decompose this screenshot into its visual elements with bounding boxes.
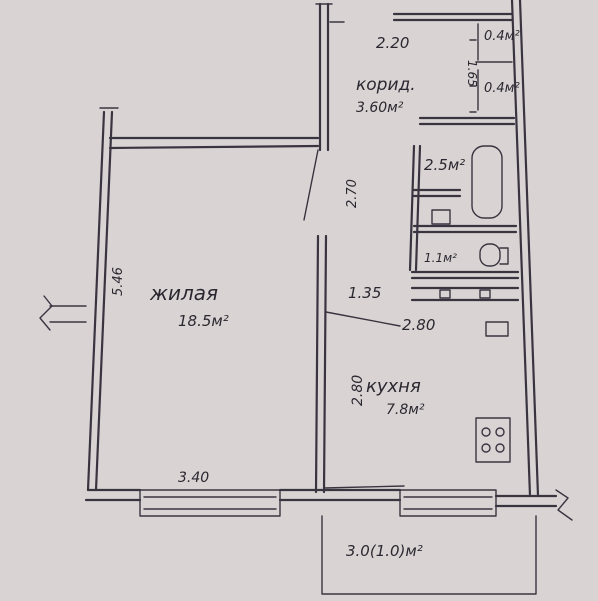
kitchen-area: 7.8м² <box>386 402 425 418</box>
kitchen-top-dimension: 1.35 <box>348 284 381 302</box>
stove-icon <box>475 417 511 463</box>
door-marks <box>303 149 405 489</box>
bathtub-icon <box>471 145 503 219</box>
kitchen-width-dimension: 2.80 <box>402 316 435 334</box>
walls <box>39 0 573 595</box>
toilet-area: 1.1м² <box>424 251 457 265</box>
toilet-icon <box>479 243 501 267</box>
kitchen-name: кухня <box>366 376 421 397</box>
corridor-width-dimension: 2.20 <box>376 34 409 52</box>
living-room-area: 18.5м² <box>178 312 229 330</box>
living-room-name: жилая <box>149 281 218 305</box>
sink-icon <box>431 209 451 225</box>
living-width-dimension: 3.40 <box>178 470 209 486</box>
bathroom-block <box>408 144 520 337</box>
closet-bottom-area: 0.4м² <box>484 81 520 96</box>
corridor-area: 3.60м² <box>356 100 404 116</box>
closets <box>329 12 516 126</box>
kitchen-sink-icon <box>485 321 509 337</box>
kitchen-height-dimension: 2.80 <box>350 375 366 406</box>
closet-depth-dimension: 1.65 <box>465 60 479 87</box>
bathroom-area: 2.5м² <box>424 156 465 174</box>
door-corridor-dimension: 2.70 <box>345 179 360 208</box>
living-height-dimension: 5.46 <box>111 267 126 296</box>
balcony-area: 3.0(1.0)м² <box>346 542 423 560</box>
closet-top-area: 0.4м² <box>484 29 520 44</box>
corridor-name: корид. <box>356 75 416 95</box>
